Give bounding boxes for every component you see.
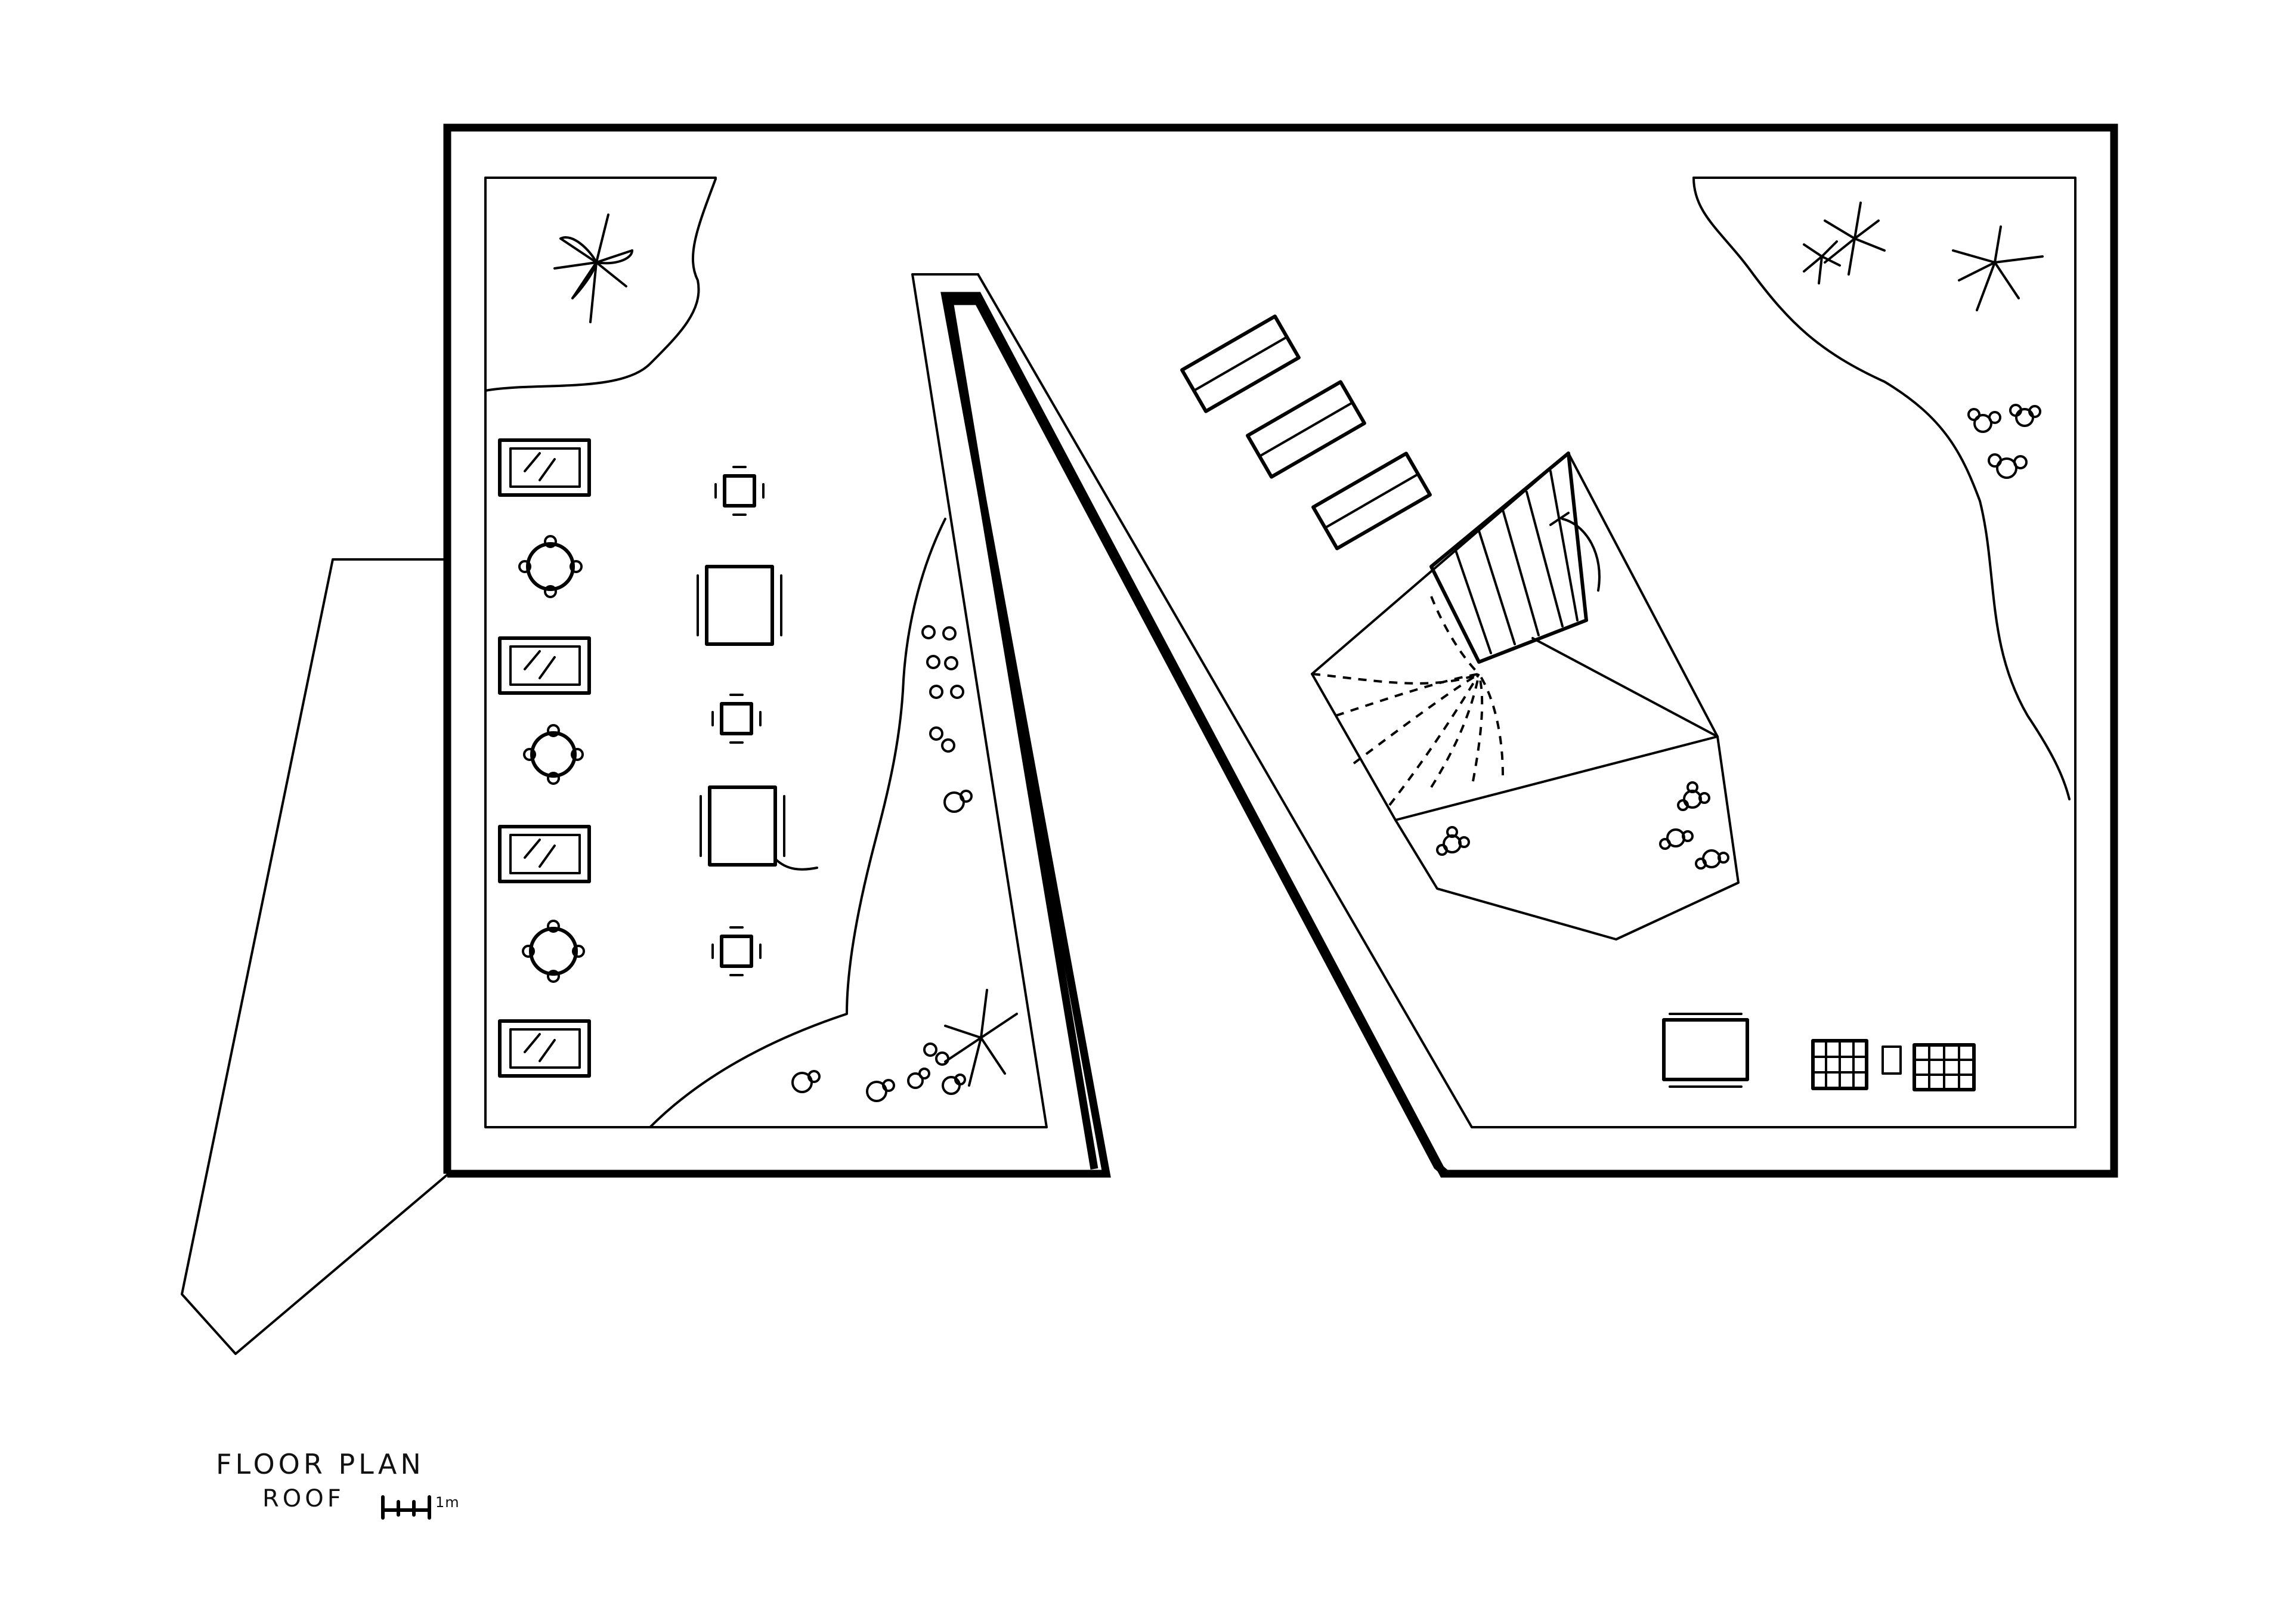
flower-icon [923, 1043, 949, 1066]
left-annex-outline [181, 558, 450, 1355]
flower-icon [942, 1074, 966, 1095]
square-table-icon [711, 694, 762, 744]
plant-icon [1824, 202, 1886, 276]
square-table-icon [714, 466, 765, 516]
large-table-icon [697, 565, 782, 646]
flower-icon [1967, 408, 2001, 433]
vent-icon [1881, 1045, 1902, 1075]
flower-icon [1988, 453, 2028, 479]
flower-icon [1659, 828, 1694, 850]
solar-panel-icon [1913, 1043, 1976, 1091]
wedge-inner-wall-left [945, 300, 1098, 1170]
flower-icon [1677, 781, 1710, 811]
planting-zone-wedge [649, 518, 946, 1128]
flower-icon [1436, 826, 1470, 856]
flower-icon [866, 1079, 895, 1102]
bench-icon [1662, 1013, 1749, 1088]
right-parapet [977, 177, 2077, 1128]
plant-icon [553, 214, 633, 323]
bench-icon [498, 636, 591, 695]
plant-icon [1952, 225, 2044, 311]
flower-icon [2009, 404, 2041, 427]
flower-icon [929, 685, 964, 699]
flower-icon [907, 1068, 930, 1089]
round-table-icon [522, 920, 585, 983]
plant-icon [1803, 240, 1841, 284]
square-table-icon [711, 926, 762, 976]
flower-icon [921, 625, 957, 641]
scale-label: 1m [435, 1494, 460, 1511]
solar-panel-icon [1811, 1039, 1868, 1090]
bench-icon [498, 825, 591, 883]
drawing-subtitle: ROOF [262, 1485, 345, 1512]
scale-bar [381, 1495, 431, 1520]
flower-icon [926, 655, 958, 670]
flower-icon [791, 1070, 821, 1093]
drawing-title: FLOOR PLAN [216, 1448, 425, 1480]
flower-icon [943, 790, 973, 813]
lounger-icon [1180, 314, 1301, 413]
planting-zone-top-left [484, 178, 717, 392]
staircase [1311, 451, 1740, 941]
planting-zone-top-right [1692, 177, 2071, 800]
bench-icon [498, 1019, 591, 1078]
wedge-inner-wall [949, 297, 1449, 1177]
flower-icon [929, 726, 955, 753]
flower-icon [1695, 849, 1729, 870]
large-table-icon [700, 785, 818, 871]
bench-icon [498, 438, 591, 497]
lounger-icon [1246, 380, 1366, 479]
round-table-icon [518, 535, 583, 598]
left-parapet [484, 177, 1048, 1128]
round-table-icon [523, 724, 584, 785]
lounger-icon [1311, 451, 1432, 550]
plant-icon [944, 989, 1018, 1087]
